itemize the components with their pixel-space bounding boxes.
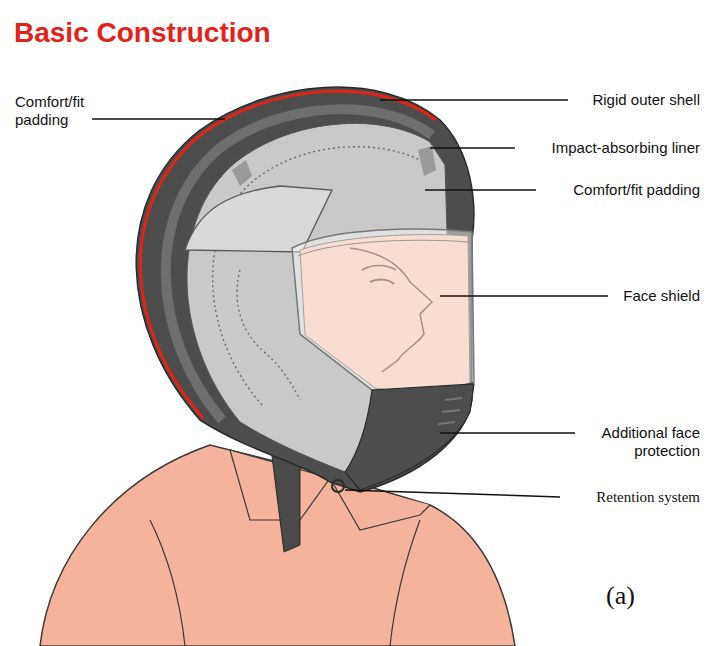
subfigure-label: (a) xyxy=(606,580,635,612)
part-label: Additional face protection xyxy=(575,424,700,460)
part-label: Comfort/fit padding xyxy=(573,181,700,199)
part-label: Impact-absorbing liner xyxy=(552,139,700,157)
part-label: Rigid outer shell xyxy=(592,91,700,109)
part-label: Face shield xyxy=(623,287,700,305)
part-label: Comfort/fit padding xyxy=(15,93,100,129)
figure-title: Basic Construction xyxy=(14,16,271,50)
part-label: Retention system xyxy=(596,488,700,506)
leader-lines xyxy=(92,100,608,497)
